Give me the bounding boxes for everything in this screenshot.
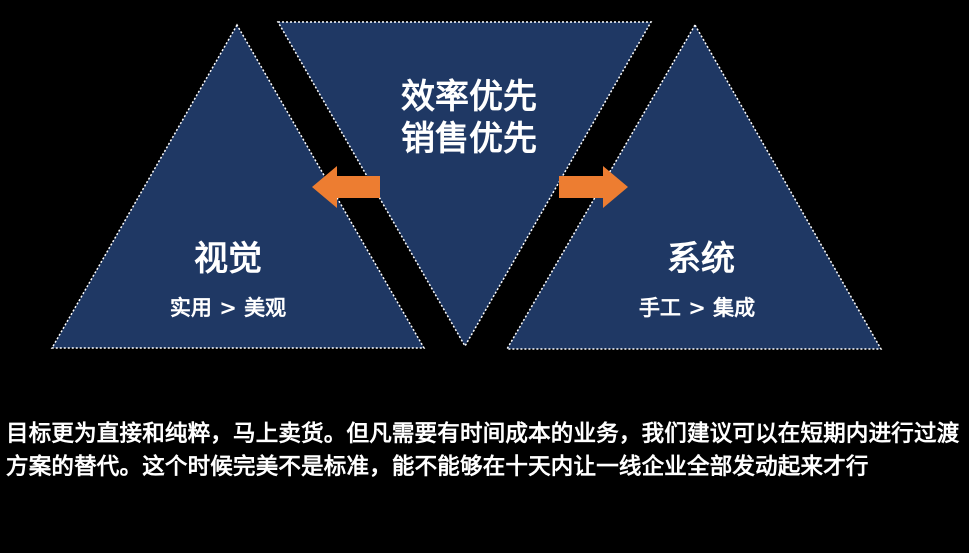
right-title: 系统 xyxy=(667,239,735,279)
center-title-line1: 效率优先 xyxy=(401,77,537,117)
caption-text: 目标更为直接和纯粹，马上卖货。但凡需要有时间成本的业务，我们建议可以在短期内进行… xyxy=(6,421,960,480)
left-arrow-icon xyxy=(312,166,380,208)
right-arrow-icon xyxy=(559,166,628,208)
triangle-diagram: 效率优先 销售优先 视觉 实用 > 美观 系统 手工 > 集成 xyxy=(50,21,883,350)
left-subtitle: 实用 > 美观 xyxy=(170,296,286,320)
right-triangle xyxy=(505,23,883,350)
left-triangle xyxy=(50,23,426,349)
right-subtitle: 手工 > 集成 xyxy=(639,296,755,320)
center-title-line2: 销售优先 xyxy=(401,119,537,159)
left-title: 视觉 xyxy=(194,239,262,279)
